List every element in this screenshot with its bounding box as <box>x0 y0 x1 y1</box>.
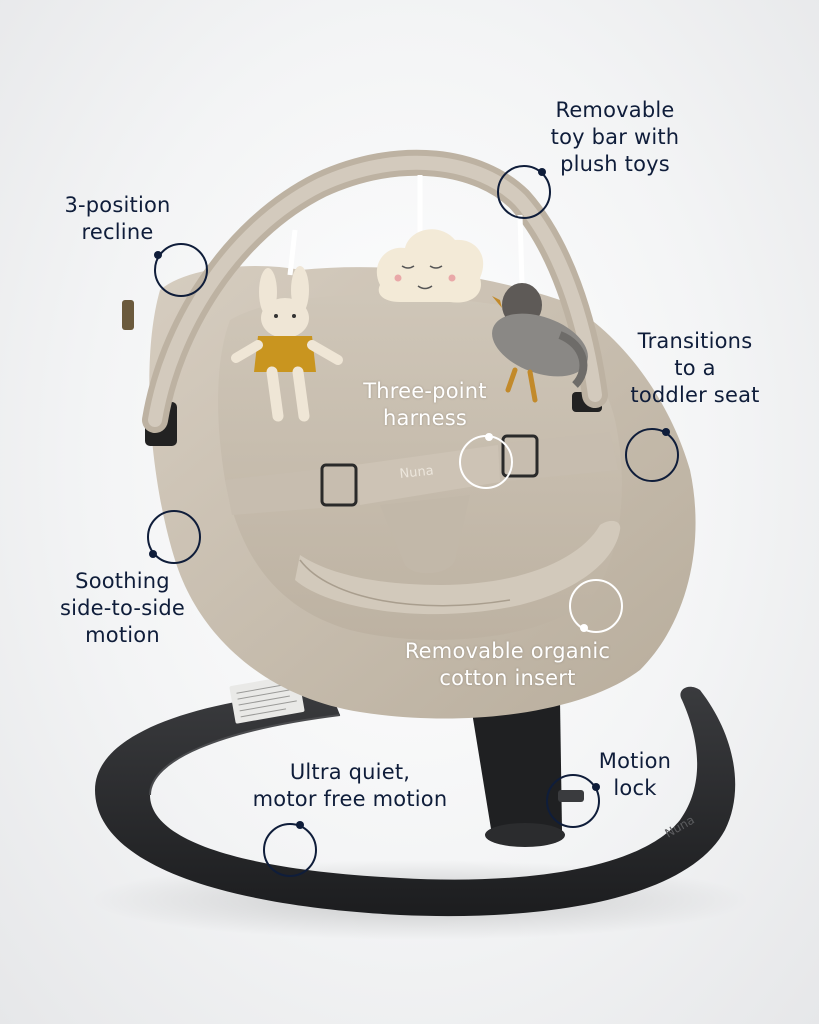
plush-bird-toy <box>492 283 588 403</box>
callout-toybar: Removable toy bar with plush toys <box>550 98 680 176</box>
marker-recline <box>154 243 208 297</box>
callout-quiet: Ultra quiet, motor free motion <box>252 760 448 811</box>
marker-toybar <box>497 165 551 219</box>
center-pole <box>470 700 584 847</box>
seat-shell: Nuna <box>122 266 696 719</box>
recline-knob <box>122 300 134 330</box>
callout-soothing: Soothing side-to-side motion <box>59 569 186 647</box>
toy-bar <box>142 149 608 433</box>
callout-toddler: Transitions to a toddler seat <box>630 329 760 407</box>
marker-harness <box>459 433 513 489</box>
marker-quiet <box>263 821 317 877</box>
marker-toddler <box>625 428 679 482</box>
marker-soothing <box>147 510 201 564</box>
callout-harness: Three-point harness <box>363 379 487 430</box>
callout-insert: Removable organic cotton insert <box>404 639 611 690</box>
motion-lock-switch <box>558 790 584 802</box>
marker-insert <box>569 579 623 633</box>
callout-lock: Motion lock <box>598 749 672 800</box>
marker-lock <box>546 774 600 828</box>
seat-logo: Nuna <box>399 463 435 481</box>
plush-bunny-toy <box>231 266 343 422</box>
plush-cloud-toy <box>376 229 484 303</box>
callout-recline: 3-position recline <box>64 193 171 244</box>
